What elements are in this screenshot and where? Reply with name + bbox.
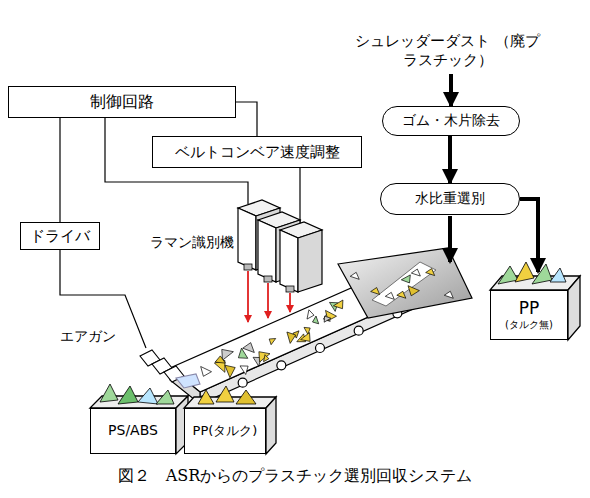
plastic-fragment (269, 339, 276, 345)
control-box: 制御回路 (8, 86, 236, 118)
signal-line (59, 118, 60, 222)
plastic-fragment (259, 352, 270, 362)
node-text: 制御回路 (90, 92, 154, 112)
flow-arrow (448, 216, 452, 262)
part-label: エアガン (60, 326, 116, 346)
flow-arrow (448, 136, 452, 183)
flow-arrow (520, 199, 538, 272)
process-box: ゴム・木片除去 (382, 106, 520, 136)
plastic-fragment (324, 316, 331, 322)
plastic-fragment (307, 310, 314, 319)
plastic-fragment (333, 300, 343, 309)
label-text: ラマン識別機 (150, 234, 234, 250)
chute-plate (372, 262, 436, 306)
node-text: ゴム・木片除去 (402, 112, 500, 130)
plastic-fragment (426, 269, 435, 276)
plastic-fragment (350, 272, 359, 279)
plastic-fragment (385, 292, 394, 299)
laser-beams (248, 271, 290, 322)
source-text: シュレッダーダスト （廃プラスチック） (350, 28, 545, 74)
roller (354, 326, 363, 335)
roller (277, 361, 286, 370)
plastic-fragment (411, 269, 420, 276)
control-box: ドライバ (20, 222, 100, 250)
label-text: エアガン (60, 328, 116, 344)
plastic-fragment (397, 291, 406, 298)
plastic-fragment (287, 332, 296, 343)
caption: 図２ ASRからのプラスチック選別回収システム (0, 466, 590, 487)
air-gun (140, 350, 200, 388)
collection-bin: PS/ABS (90, 408, 176, 454)
plastic-fragment (240, 366, 248, 375)
plastic-fragment (215, 356, 225, 363)
plastic-fragment (264, 355, 269, 362)
plastic-fragment (371, 288, 380, 295)
plastic-fragment (401, 275, 410, 283)
node-text: シュレッダーダスト （廃プラスチック） (355, 32, 540, 70)
node-text: PP(タルク) (193, 423, 258, 439)
plastic-fragment (243, 343, 255, 353)
collection-bin: PP(タルク) (184, 408, 266, 454)
node-text: ドライバ (30, 227, 90, 246)
signal-line (236, 102, 257, 136)
roller (238, 378, 247, 387)
node-text: ベルトコンベア速度調整 (175, 143, 340, 162)
flow-arrow (449, 74, 453, 106)
plastic-fragment (225, 365, 235, 378)
plastic-fragment (313, 316, 319, 324)
collection-bin: PP(タルク無) (490, 290, 568, 340)
node-text: PP (519, 298, 540, 319)
plastic-fragment (201, 367, 212, 377)
bins (90, 276, 580, 454)
process-box: ベルトコンベア速度調整 (152, 136, 362, 168)
plastic-fragment (301, 333, 311, 342)
node-text: 水比重選別 (415, 190, 485, 208)
part-label: ラマン識別機 (150, 232, 234, 252)
plastic-fragment (238, 348, 247, 358)
process-box: 水比重選別 (380, 183, 520, 215)
caption-text: 図２ ASRからのプラスチック選別回収システム (118, 466, 473, 485)
plastic-fragment (408, 286, 419, 296)
raman-analyzer (238, 200, 322, 292)
plastic-fragment (222, 349, 234, 360)
node-text: PS/ABS (108, 422, 158, 440)
roller (316, 344, 325, 353)
plastic-fragment (444, 291, 453, 298)
node-text: (タルク無) (505, 319, 553, 332)
